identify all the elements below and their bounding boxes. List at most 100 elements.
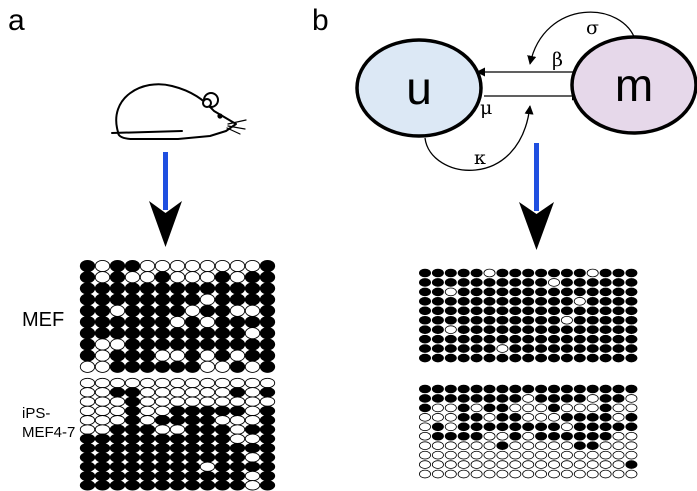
cpg-site — [509, 344, 522, 353]
cpg-site — [244, 415, 261, 426]
cpg-site — [169, 315, 186, 329]
cpg-site — [229, 480, 246, 491]
cpg-site — [431, 287, 444, 297]
cpg-site — [214, 360, 231, 373]
cpg-site — [599, 384, 612, 394]
cpg-site — [612, 422, 625, 432]
cpg-site — [548, 450, 561, 460]
kappa-rate-label: κ — [474, 147, 486, 169]
cpg-site — [79, 259, 96, 273]
cpg-site — [244, 396, 261, 407]
cpg-site — [214, 452, 231, 463]
cpg-site — [444, 353, 457, 363]
cpg-site — [599, 460, 612, 469]
cpg-site — [535, 403, 548, 413]
cpg-site — [470, 441, 483, 451]
cpg-site — [184, 327, 201, 340]
cpg-site — [483, 413, 496, 422]
cpg-site — [457, 353, 470, 363]
cpg-site — [154, 387, 171, 398]
cpg-site — [612, 413, 625, 422]
cpg-site — [599, 403, 612, 413]
cpg-site — [154, 470, 171, 482]
cpg-site — [154, 360, 171, 373]
cpg-site — [169, 452, 186, 463]
cpg-site — [625, 334, 638, 344]
cpg-site — [184, 315, 201, 329]
cpg-site — [496, 315, 509, 325]
cpg-site — [229, 433, 246, 444]
cpg-site — [522, 353, 535, 363]
cpg-site — [199, 293, 216, 306]
cpg-site — [548, 334, 561, 344]
cpg-site — [560, 450, 573, 460]
cpg-site — [457, 422, 470, 432]
cpg-site — [509, 325, 522, 335]
cpg-site — [522, 344, 535, 353]
cpg-site — [244, 405, 261, 417]
cpg-site — [444, 450, 457, 460]
cpg-site — [154, 377, 171, 389]
cpg-site — [560, 278, 573, 287]
cpg-site — [124, 480, 141, 491]
cpg-site — [548, 413, 561, 422]
cpg-site — [431, 315, 444, 325]
cpg-site — [418, 413, 431, 422]
cpg-site — [612, 344, 625, 353]
cpg-site — [444, 403, 457, 413]
cpg-site — [573, 460, 586, 469]
cpg-site — [259, 338, 276, 351]
state-u-node — [355, 38, 483, 138]
cpg-site — [548, 306, 561, 316]
cpg-site — [124, 470, 141, 482]
cpg-site — [259, 259, 276, 273]
cpg-site — [214, 470, 231, 482]
cpg-site — [79, 433, 96, 444]
cpg-site — [483, 431, 496, 441]
cpg-site — [184, 282, 201, 295]
state-u-label: u — [406, 62, 432, 114]
cpg-site — [199, 470, 216, 482]
cpg-site — [79, 461, 96, 472]
cpg-site — [154, 259, 171, 273]
cpg-site — [625, 344, 638, 353]
cpg-site — [94, 387, 111, 398]
cpg-site — [139, 396, 156, 407]
cpg-site — [560, 315, 573, 325]
cpg-site — [184, 433, 201, 444]
cpg-site — [560, 460, 573, 469]
cpg-site — [79, 415, 96, 426]
cpg-site — [79, 396, 96, 407]
cpg-site — [612, 325, 625, 335]
cpg-site — [169, 360, 186, 373]
cpg-site — [139, 293, 156, 306]
cpg-site — [625, 306, 638, 316]
cpg-site — [109, 293, 126, 306]
cpg-site — [184, 415, 201, 426]
cpg-site — [139, 360, 156, 373]
cpg-site — [124, 282, 141, 295]
cpg-site — [259, 315, 276, 329]
cpg-site — [139, 282, 156, 295]
cpg-site — [154, 338, 171, 351]
cpg-site — [109, 433, 126, 444]
cpg-site — [214, 327, 231, 340]
cpg-site — [509, 287, 522, 297]
cpg-site — [535, 315, 548, 325]
cpg-site — [509, 315, 522, 325]
cpg-site — [184, 338, 201, 351]
cpg-site — [522, 403, 535, 413]
cpg-site — [244, 338, 261, 351]
cpg-site — [586, 325, 599, 335]
cpg-site — [79, 405, 96, 417]
cpg-site — [496, 334, 509, 344]
cpg-site — [586, 287, 599, 297]
cpg-site — [214, 396, 231, 407]
cpg-site — [470, 450, 483, 460]
simulated-grid-top — [418, 268, 638, 363]
cpg-site — [496, 287, 509, 297]
cpg-site — [199, 327, 216, 340]
cpg-site — [548, 297, 561, 306]
cpg-site — [124, 360, 141, 373]
